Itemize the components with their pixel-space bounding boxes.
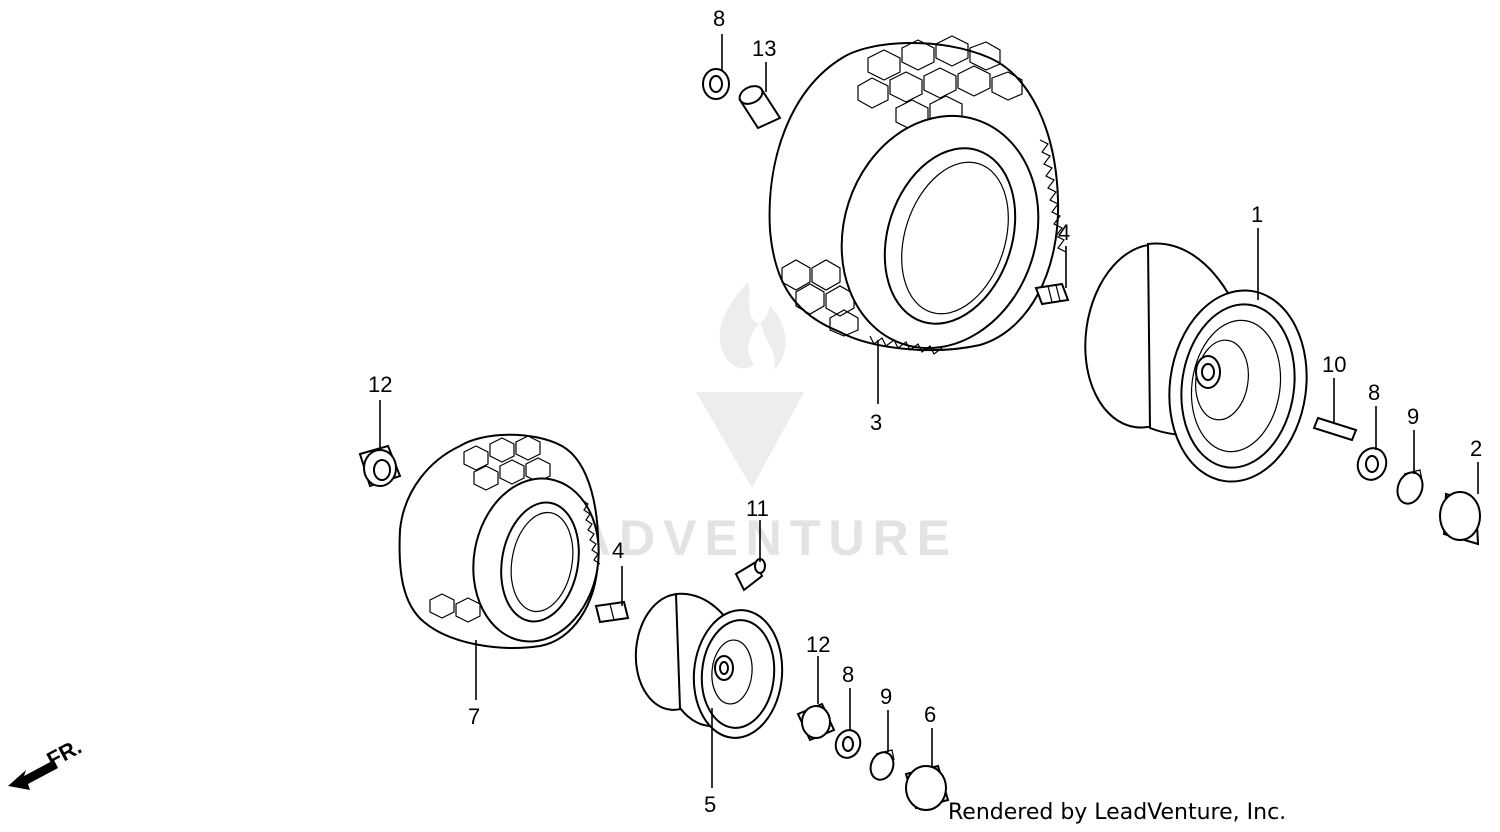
watermark-logo-icon — [696, 282, 804, 488]
front-right-bushing — [796, 702, 836, 742]
callout-3: 3 — [870, 410, 882, 435]
rear-key — [1312, 416, 1358, 442]
rear-cap — [1439, 491, 1481, 546]
front-left-bushing — [358, 444, 402, 488]
rear-collar — [738, 85, 782, 130]
front-tire — [398, 433, 601, 649]
callout-13: 13 — [752, 36, 776, 61]
callout-4-front: 4 — [612, 538, 624, 563]
callout-8-rear: 8 — [1368, 380, 1380, 405]
render-credit: Rendered by LeadVenture, Inc. — [948, 800, 1287, 825]
rear-tire — [768, 35, 1067, 355]
callouts: 1 2 3 4 4 5 6 7 8 8 8 9 9 10 11 12 12 — [368, 6, 1482, 817]
callout-12-left: 12 — [368, 372, 392, 397]
rear-top-washer — [702, 68, 730, 100]
callout-11: 11 — [746, 496, 769, 521]
callout-10: 10 — [1322, 352, 1346, 377]
callout-2: 2 — [1470, 436, 1482, 461]
callout-12-right: 12 — [806, 632, 830, 657]
callout-4-rear: 4 — [1058, 220, 1070, 245]
front-wheel — [634, 592, 784, 739]
front-valve — [594, 600, 630, 624]
front-cap — [904, 764, 950, 811]
front-arrow-icon — [8, 760, 58, 790]
rear-clip — [1396, 469, 1424, 505]
callout-8-top: 8 — [713, 6, 725, 31]
callout-1: 1 — [1251, 202, 1263, 227]
rear-valve — [1034, 282, 1070, 306]
front-washer — [834, 729, 862, 759]
rear-right-washer — [1356, 447, 1388, 481]
callout-9-rear: 9 — [1407, 404, 1419, 429]
front-direction-indicator: FR. — [8, 734, 86, 790]
callout-5: 5 — [704, 792, 716, 817]
rear-wheel — [1084, 242, 1308, 483]
callout-7: 7 — [468, 704, 480, 729]
callout-9-front: 9 — [880, 684, 892, 709]
callout-6: 6 — [924, 702, 936, 727]
callout-8-front: 8 — [842, 662, 854, 687]
front-clip — [869, 749, 895, 781]
